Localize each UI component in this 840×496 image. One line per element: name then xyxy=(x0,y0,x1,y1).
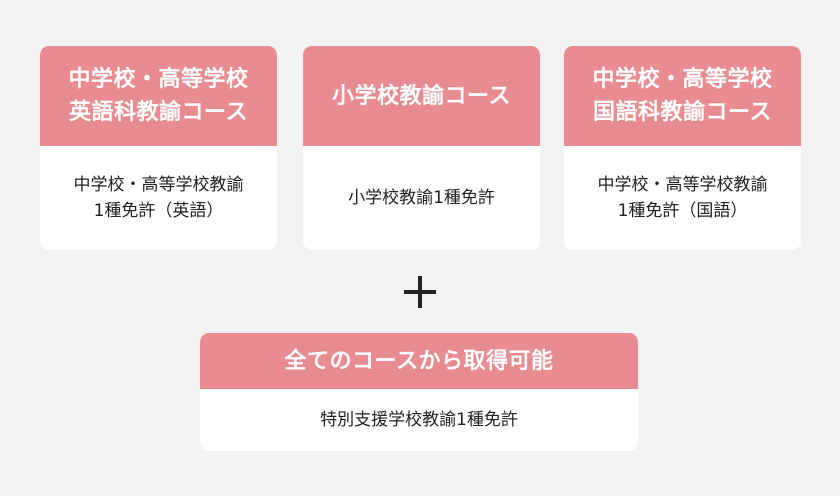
course-title: 中学校・高等学校 国語科教諭コース xyxy=(564,46,801,146)
course-card-elementary: 小学校教諭コース 小学校教諭1種免許 xyxy=(303,46,540,250)
course-title-line: 小学校教諭コース xyxy=(332,83,511,109)
plus-icon-vertical xyxy=(418,276,422,308)
course-card-english: 中学校・高等学校 英語科教諭コース 中学校・高等学校教諭 1種免許（英語） xyxy=(40,46,277,250)
course-title-line: 国語科教諭コース xyxy=(593,100,772,125)
course-card-japanese: 中学校・高等学校 国語科教諭コース 中学校・高等学校教諭 1種免許（国語） xyxy=(564,46,801,250)
course-title-line: 中学校・高等学校 xyxy=(68,67,249,92)
common-license-card: 全てのコースから取得可能 特別支援学校教諭1種免許 xyxy=(200,333,638,451)
common-license-text: 特別支援学校教諭1種免許 xyxy=(320,410,518,430)
license-line: 中学校・高等学校教諭 xyxy=(597,175,768,195)
course-license: 小学校教諭1種免許 xyxy=(303,146,540,250)
course-title-line: 英語科教諭コース xyxy=(69,100,248,125)
common-license: 特別支援学校教諭1種免許 xyxy=(200,389,638,451)
course-title: 小学校教諭コース xyxy=(303,46,540,146)
plus-icon xyxy=(400,272,440,312)
course-license: 中学校・高等学校教諭 1種免許（英語） xyxy=(40,146,277,250)
common-title: 全てのコースから取得可能 xyxy=(200,333,638,389)
license-line: 1種免許（英語） xyxy=(93,201,224,221)
course-title-line: 中学校・高等学校 xyxy=(592,67,773,92)
license-line: 1種免許（国語） xyxy=(617,201,748,221)
course-title: 中学校・高等学校 英語科教諭コース xyxy=(40,46,277,146)
course-license: 中学校・高等学校教諭 1種免許（国語） xyxy=(564,146,801,250)
license-line: 小学校教諭1種免許 xyxy=(348,188,495,208)
license-line: 中学校・高等学校教諭 xyxy=(73,175,244,195)
common-title-text: 全てのコースから取得可能 xyxy=(284,348,554,374)
